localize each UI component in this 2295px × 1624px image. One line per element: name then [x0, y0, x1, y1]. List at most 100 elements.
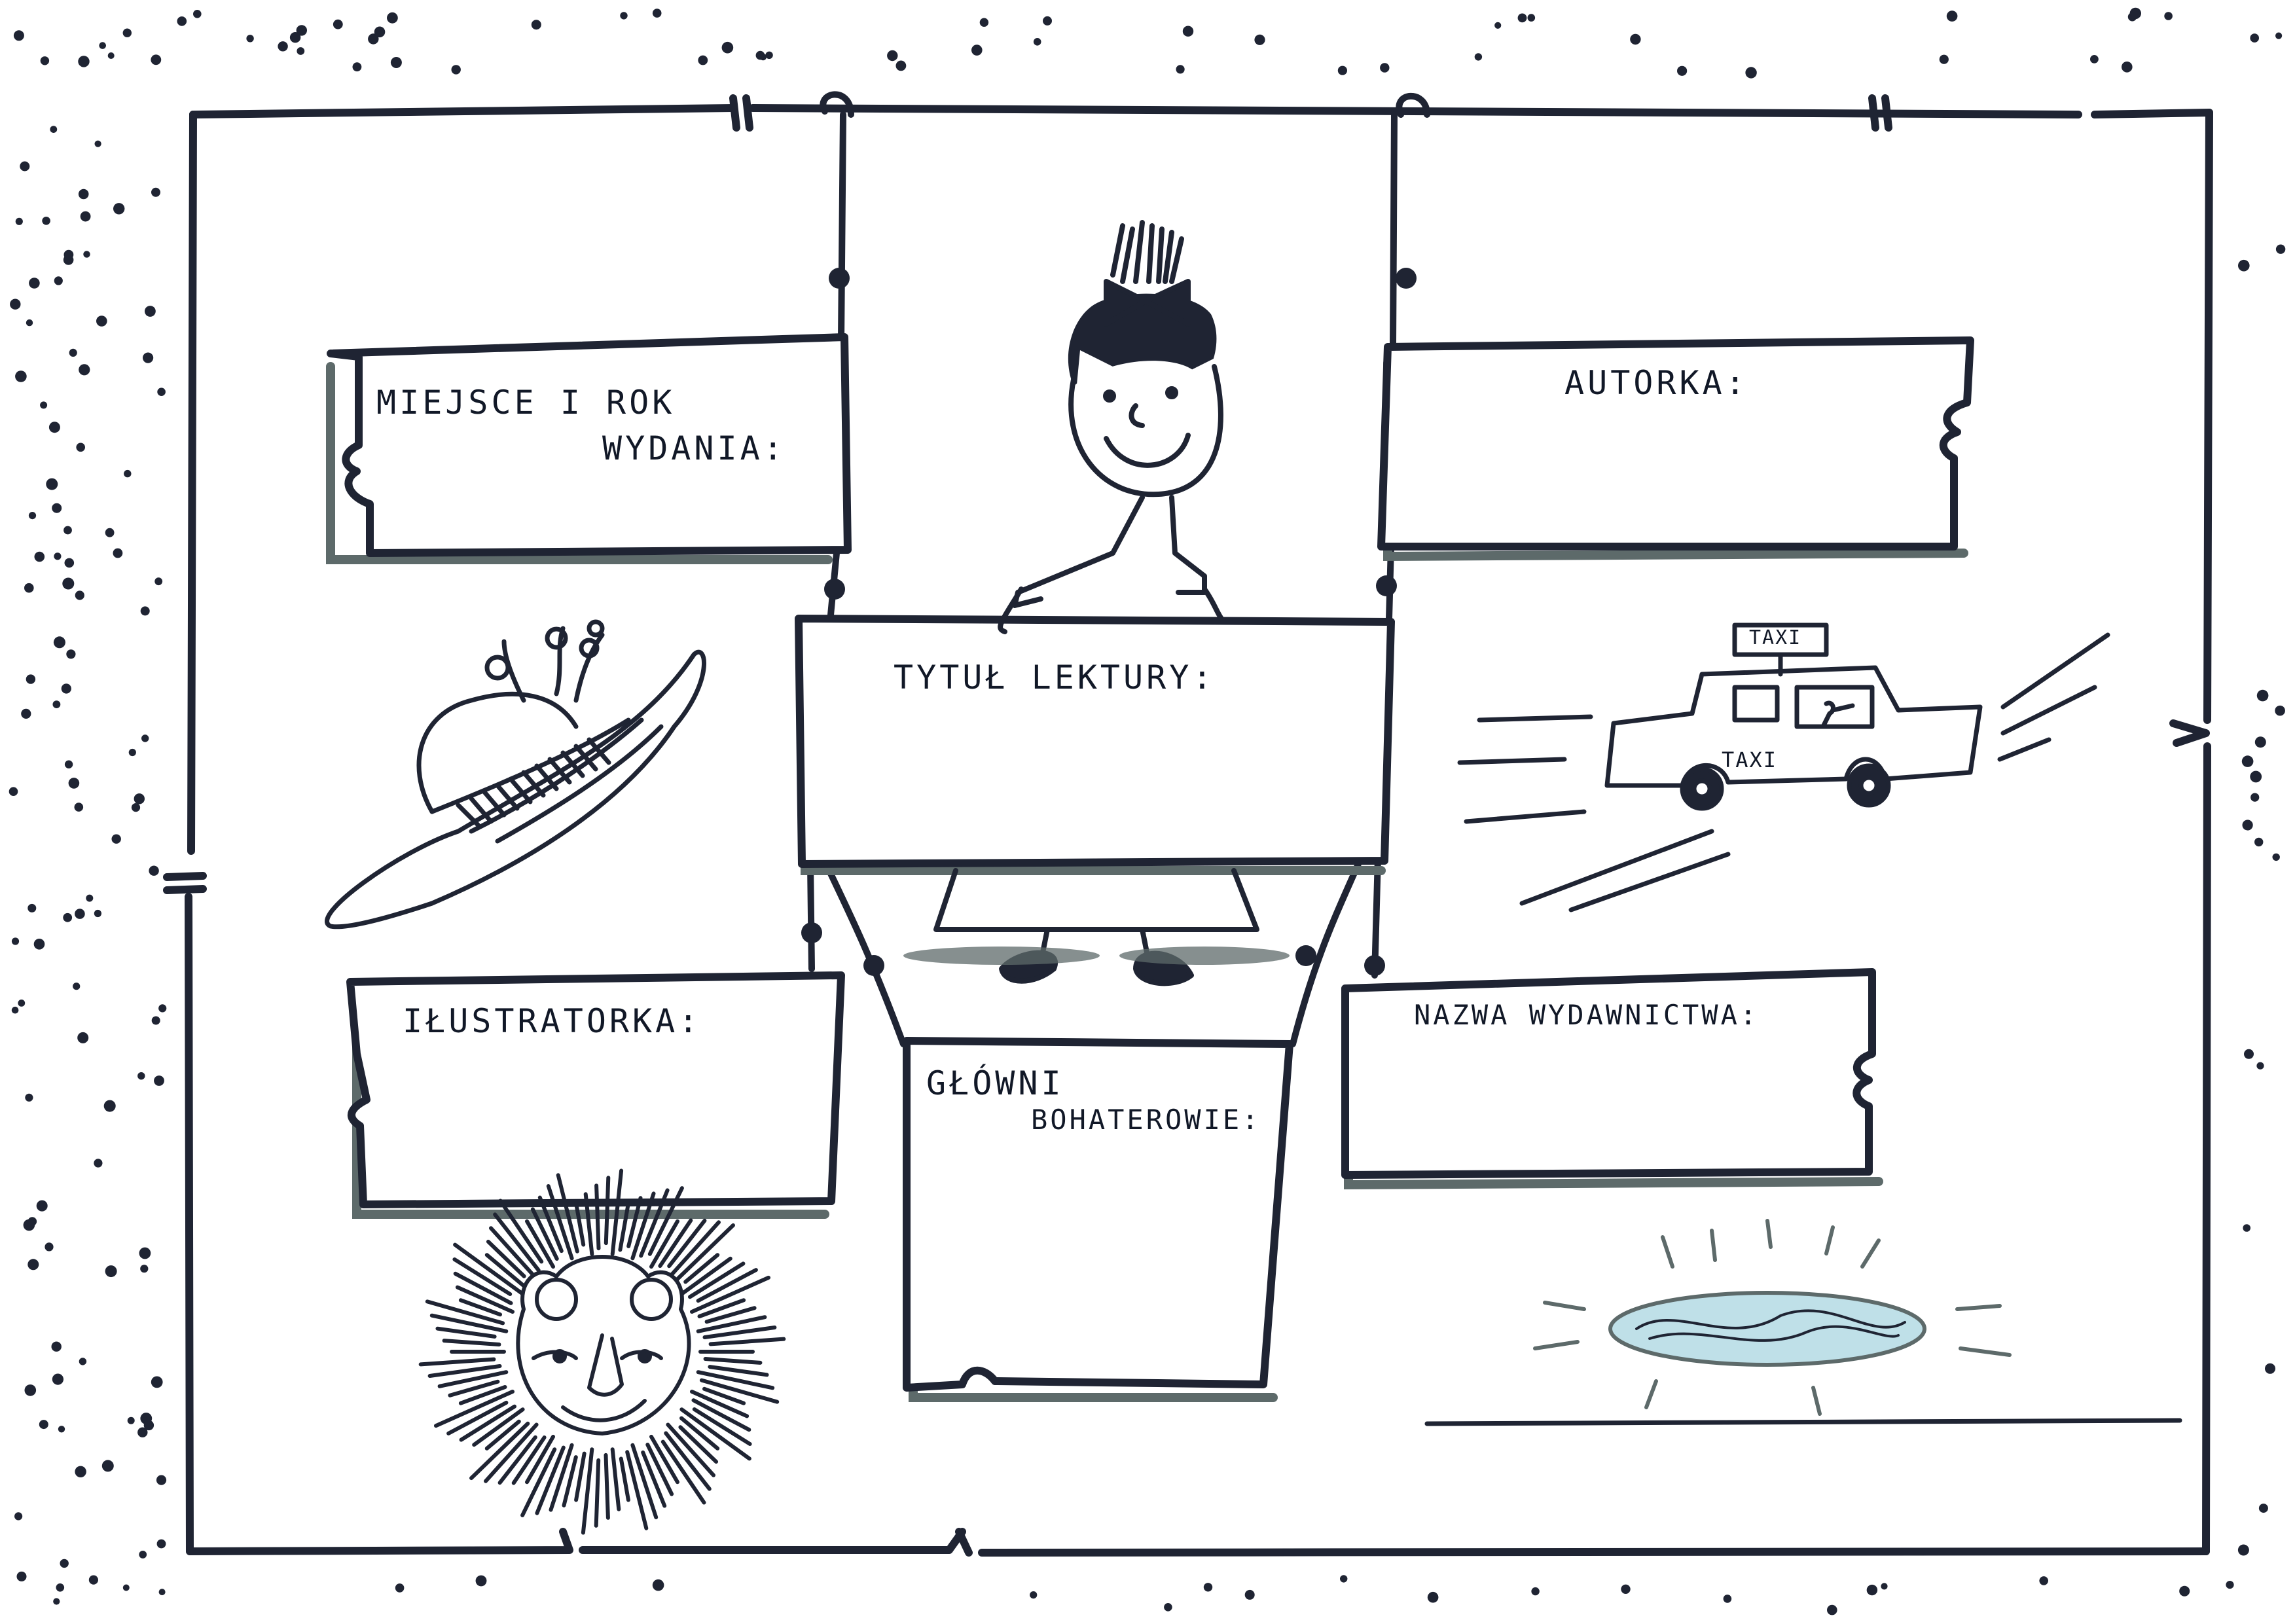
main-frame	[163, 94, 2213, 1557]
border-dot	[25, 1093, 33, 1102]
border-dot	[141, 734, 149, 742]
mane-spike	[520, 1447, 557, 1517]
mane-spike	[708, 1337, 786, 1346]
border-dot	[2250, 33, 2259, 43]
border-dot	[77, 1032, 89, 1043]
border-dot	[2242, 820, 2253, 831]
mane-spike	[697, 1298, 746, 1318]
mane-spike	[658, 1218, 693, 1268]
border-dot	[94, 909, 101, 918]
border-dot	[75, 909, 85, 919]
taxi-door-text: TAXI	[1722, 748, 1778, 772]
mane-spike	[446, 1400, 509, 1435]
border-dot	[2129, 7, 2141, 20]
mane-spike	[562, 1455, 578, 1507]
border-dot	[1630, 33, 1641, 45]
border-dot	[51, 1341, 62, 1352]
border-dot	[368, 33, 379, 45]
border-dot	[61, 683, 71, 694]
border-dot	[53, 636, 65, 649]
border-dot	[14, 1512, 23, 1521]
mane-spike	[453, 1242, 525, 1296]
mane-spike	[546, 1184, 574, 1261]
border-dot	[99, 42, 106, 49]
border-dot	[113, 548, 123, 558]
mane-spike	[610, 1168, 624, 1256]
mane-spike	[453, 1271, 513, 1305]
border-dot	[1866, 1584, 1878, 1596]
publisher-label: NAZWA WYDAWNICTWA:	[1414, 999, 1760, 1031]
mane-spike	[469, 1421, 530, 1481]
border-dot	[2256, 1062, 2264, 1070]
border-dot	[69, 348, 77, 357]
border-dot	[156, 1539, 166, 1549]
mane-spike	[604, 1176, 611, 1246]
border-dot	[68, 778, 80, 789]
field-boxes	[327, 333, 1974, 1392]
lion-face-icon	[418, 1168, 786, 1535]
border-dot	[2265, 1363, 2275, 1374]
mane-spike	[583, 1192, 594, 1256]
border-dot	[52, 700, 61, 708]
mane-spike	[702, 1326, 777, 1339]
mane-spike	[660, 1439, 706, 1505]
box-title	[795, 615, 1395, 868]
border-dot	[36, 1200, 48, 1212]
connector-knots	[801, 268, 1417, 976]
border-dot	[80, 211, 91, 222]
border-dot	[13, 30, 24, 41]
border-dot	[2254, 736, 2266, 748]
border-dot	[137, 1427, 148, 1437]
border-dot	[50, 126, 58, 134]
border-dot	[10, 298, 21, 310]
mane-spike	[484, 1419, 521, 1451]
taxi-car-icon	[1457, 623, 2110, 912]
border-dot	[40, 56, 50, 65]
illustrator-label: IŁUSTRATORKA:	[403, 1002, 702, 1040]
box-author	[1377, 336, 1974, 550]
mane-spike	[452, 1257, 513, 1296]
mane-spike	[679, 1256, 732, 1296]
mane-spike	[498, 1199, 544, 1264]
border-dot	[52, 1373, 63, 1385]
border-dot	[139, 1247, 151, 1259]
border-dot	[531, 20, 541, 30]
border-dot	[289, 32, 301, 43]
border-dot	[52, 503, 62, 513]
border-dot	[122, 28, 132, 37]
border-dot	[765, 51, 773, 60]
mane-spike	[442, 1339, 501, 1346]
border-dot	[54, 552, 62, 560]
mane-spike	[704, 1306, 757, 1324]
border-dot	[2237, 1544, 2249, 1556]
border-dot	[1827, 1604, 1837, 1615]
publication-place-year-label-line2: WYDANIA:	[602, 429, 786, 467]
border-dot	[1244, 1589, 1255, 1600]
mane-spike	[708, 1365, 769, 1377]
mane-spike	[525, 1219, 555, 1269]
border-dot	[1677, 65, 1688, 76]
box-publisher	[1341, 968, 1876, 1179]
border-dot	[1723, 1595, 1732, 1603]
border-dot	[1337, 65, 1347, 75]
border-dot	[1531, 1587, 1540, 1596]
border-dot	[66, 649, 76, 659]
border-dot	[352, 62, 362, 72]
border-dot	[151, 54, 162, 65]
mane-spike	[688, 1261, 746, 1299]
hat-icon	[325, 619, 706, 929]
border-dot	[755, 50, 765, 60]
border-dot	[1176, 65, 1185, 74]
mane-spike	[525, 1434, 555, 1485]
mane-spike	[604, 1453, 610, 1520]
border-dot	[75, 590, 84, 600]
border-dot	[2226, 1581, 2234, 1589]
mane-spike	[493, 1212, 541, 1272]
border-dot	[137, 1072, 145, 1080]
border-dot	[451, 65, 461, 75]
mane-spike	[626, 1196, 643, 1248]
border-dot	[62, 577, 75, 590]
border-dot	[1621, 1584, 1631, 1594]
border-dot	[1340, 1575, 1348, 1583]
mane-spike	[702, 1386, 746, 1405]
